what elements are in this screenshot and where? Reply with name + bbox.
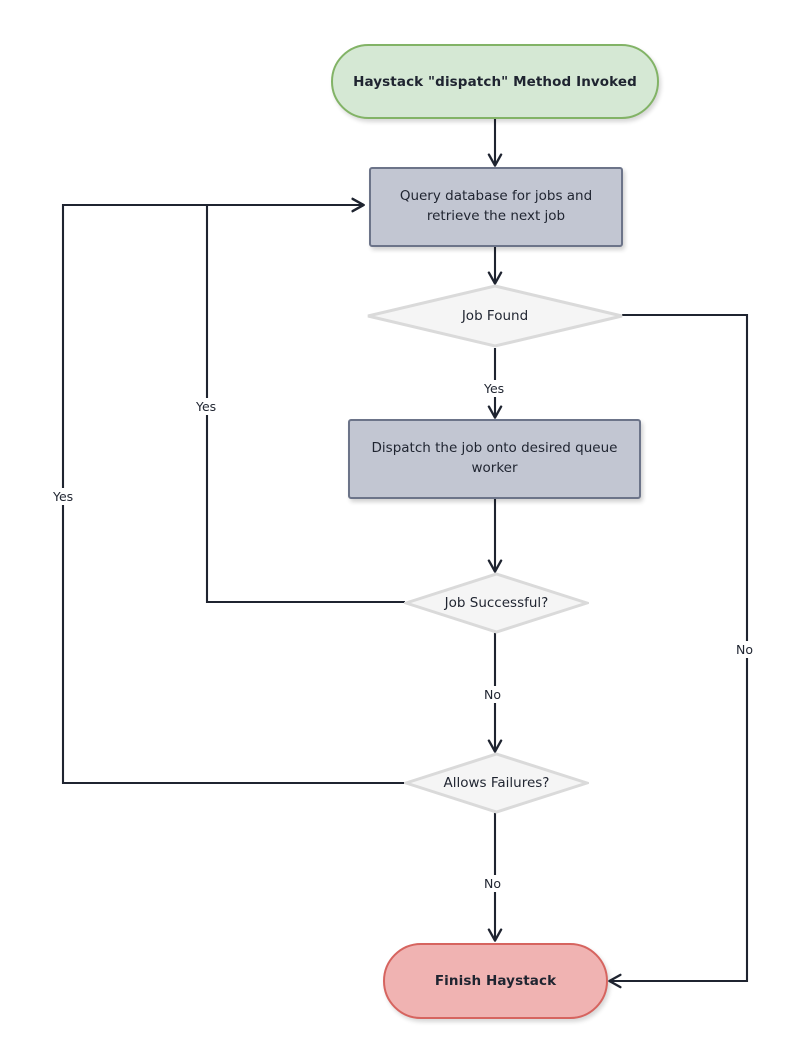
edge-label-job-found-yes: Yes [481, 380, 508, 397]
node-start-haystack-dispatch[interactable]: Haystack "dispatch" Method Invoked [331, 44, 659, 119]
node-decision-allows-failures-label: Allows Failures? [443, 775, 550, 791]
node-query-database-line1: Query database for jobs and [399, 188, 593, 205]
node-query-database-line2: retrieve the next job [426, 208, 566, 224]
job-successful-diamond-shape [404, 572, 589, 634]
allows-failures-diamond-shape [404, 752, 589, 814]
edge-jobsuccessful-yes-to-query [205, 197, 405, 604]
node-dispatch-job-label: Dispatch the job onto desired queue work… [358, 439, 632, 478]
node-decision-job-successful-label: Job Successful? [444, 595, 549, 611]
node-dispatch-job[interactable]: Dispatch the job onto desired queue work… [348, 419, 641, 499]
edge-jobfound-no-to-finish [608, 313, 749, 989]
node-finish-haystack-label: Finish Haystack [434, 973, 557, 989]
node-decision-job-successful[interactable]: Job Successful? [404, 572, 589, 634]
node-decision-job-found[interactable]: Job Found [366, 284, 624, 348]
edge-label-job-successful-yes: Yes [193, 398, 220, 415]
node-query-database-label: Query database for jobs and retrieve the… [386, 187, 606, 226]
edge-label-job-successful-no: No [481, 686, 504, 703]
node-dispatch-job-line1: Dispatch the job onto desired queue [371, 440, 618, 457]
edge-label-job-found-no: No [733, 641, 756, 658]
node-finish-haystack[interactable]: Finish Haystack [383, 943, 608, 1019]
node-dispatch-job-line2: worker [471, 460, 518, 476]
job-found-diamond-shape [367, 284, 623, 348]
node-decision-allows-failures[interactable]: Allows Failures? [404, 752, 589, 814]
node-query-database[interactable]: Query database for jobs and retrieve the… [369, 167, 623, 247]
node-decision-job-found-label: Job Found [461, 308, 529, 324]
edge-label-allows-failures-yes: Yes [50, 488, 77, 505]
edge-label-allows-failures-no: No [481, 875, 504, 892]
node-start-label: Haystack "dispatch" Method Invoked [353, 73, 637, 90]
